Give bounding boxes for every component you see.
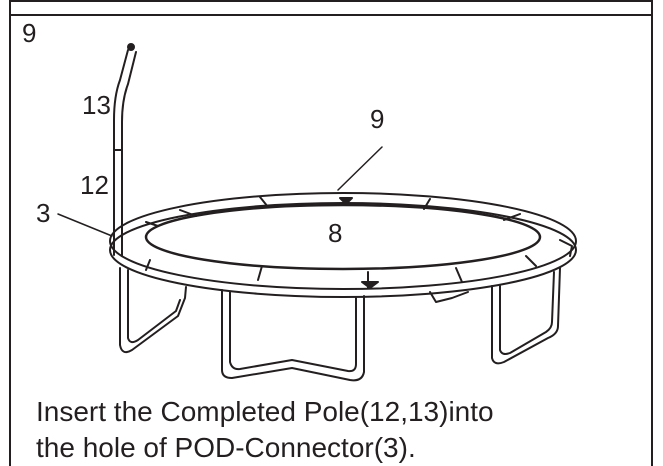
safety-pole — [113, 49, 137, 257]
leader-pad — [337, 146, 383, 191]
leader-pod — [57, 213, 113, 237]
frame-ring-outer — [109, 192, 577, 290]
pad-dividers — [145, 196, 537, 289]
step-number: 9 — [22, 18, 37, 48]
callout-8: 8 — [328, 218, 343, 248]
instruction-line-2: the hole of POD-Connector(3). — [36, 432, 416, 463]
callout-3: 3 — [36, 198, 51, 228]
leg-right — [491, 267, 561, 365]
pole-cap — [127, 43, 135, 51]
leg-left — [119, 267, 187, 354]
callout-12: 12 — [80, 170, 109, 200]
step-frame — [9, 0, 653, 466]
instruction-line-1: Insert the Completed Pole(12,13)into — [36, 396, 494, 427]
jumping-mat — [144, 203, 542, 271]
callout-13: 13 — [82, 90, 111, 120]
leg-front-center — [221, 289, 365, 382]
callout-9: 9 — [370, 104, 385, 134]
frame-ring-lower — [109, 202, 577, 298]
instruction-text: Insert the Completed Pole(12,13)into the… — [36, 394, 494, 466]
leg-back-center — [429, 291, 469, 303]
